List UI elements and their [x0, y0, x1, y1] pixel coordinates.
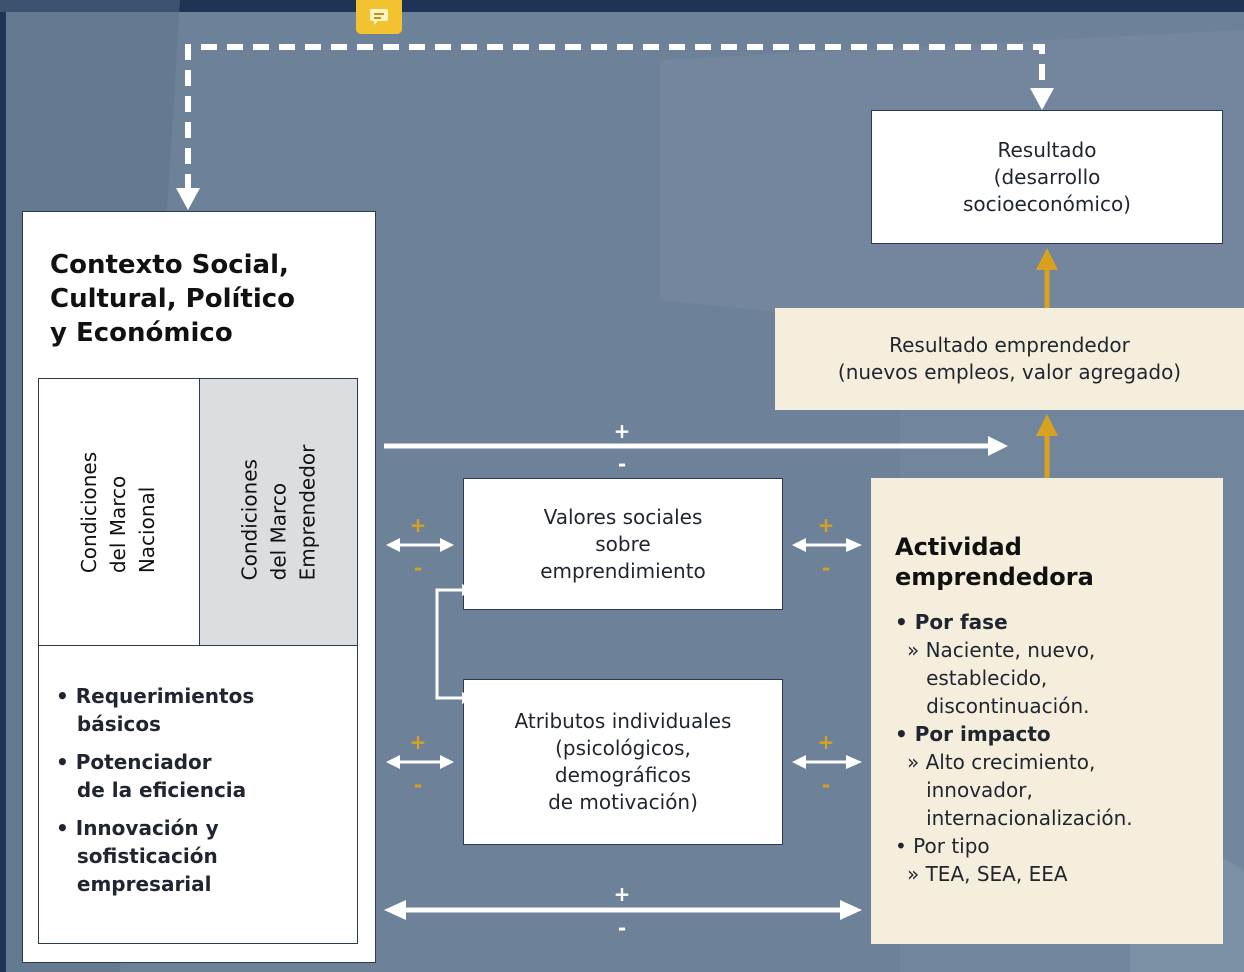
- actividad-item-head: • Por impacto: [895, 722, 1051, 746]
- sign-plus-valores-right: +: [817, 513, 835, 537]
- sign-plus-atributos-right: +: [817, 730, 835, 754]
- requisitos-box: [38, 645, 358, 944]
- sign-minus-atributos-right: -: [821, 773, 831, 797]
- actividad-item-sub: » TEA, SEA, EEA: [907, 862, 1068, 886]
- actividad-item-fase: • Por fase » Naciente, nuevo, establecid…: [895, 608, 1215, 720]
- actividad-list: • Por fase » Naciente, nuevo, establecid…: [895, 608, 1215, 888]
- valores-sociales-box: Valores sociales sobre emprendimiento: [463, 478, 783, 610]
- requisito-item: • Innovación y sofisticación empresarial: [56, 816, 219, 896]
- actividad-emprendedora-box: [871, 478, 1223, 944]
- actividad-item-head: • Por fase: [895, 610, 1008, 634]
- actividad-title: Actividad emprendedora: [895, 533, 1094, 591]
- contexto-title: Contexto Social, Cultural, Político y Ec…: [50, 250, 296, 348]
- marco-nacional-label: Condiciones del Marco Nacional: [77, 451, 160, 573]
- atributos-individuales-box: Atributos individuales (psicológicos, de…: [463, 679, 783, 845]
- actividad-item-tipo: • Por tipo » TEA, SEA, EEA: [895, 832, 1215, 888]
- sign-plus-atributos-left: +: [409, 730, 427, 754]
- sign-minus-bottom: -: [617, 916, 627, 940]
- actividad-item-sub: » Alto crecimiento, innovador, internaci…: [907, 750, 1133, 830]
- resultado-box: Resultado (desarrollo socioeconómico): [871, 110, 1223, 244]
- actividad-item-sub: » Naciente, nuevo, establecido, disconti…: [907, 638, 1096, 718]
- sign-minus-atributos-left: -: [413, 773, 423, 797]
- marco-emprendedor-box: [199, 378, 358, 646]
- sign-plus-top: +: [613, 419, 631, 443]
- requisitos-list: • Requerimientos básicos • Potenciador d…: [56, 682, 346, 898]
- requisito-item: • Potenciador de la eficiencia: [56, 750, 247, 802]
- requisito-item: • Requerimientos básicos: [56, 684, 255, 736]
- actividad-item-head: • Por tipo: [895, 834, 990, 858]
- actividad-item-impacto: • Por impacto » Alto crecimiento, innova…: [895, 720, 1215, 832]
- sign-minus-valores-left: -: [413, 556, 423, 580]
- comment-icon[interactable]: [356, 0, 402, 34]
- sign-minus-valores-right: -: [821, 556, 831, 580]
- marco-emprendedor-label: Condiciones del Marco Emprendedor: [236, 444, 319, 580]
- sign-plus-valores-left: +: [409, 513, 427, 537]
- marco-nacional-box: [38, 378, 200, 646]
- resultado-emprendedor-box: Resultado emprendedor (nuevos empleos, v…: [775, 308, 1244, 410]
- sign-plus-bottom: +: [613, 882, 631, 906]
- sign-minus-top: -: [617, 452, 627, 476]
